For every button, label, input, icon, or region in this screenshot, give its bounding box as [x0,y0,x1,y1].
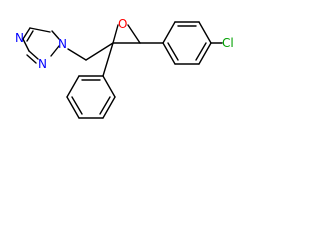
ph-double-3 [71,96,83,115]
atom-label-o: O [118,17,127,31]
bond-n2-c3 [28,50,39,60]
triazole-ring [22,27,60,64]
ring-double-2 [195,42,207,61]
bond-n1-n2 [50,45,60,57]
bond-n4-c5 [22,27,31,40]
ph-bond-1 [102,75,116,98]
bond-n1-ch2 [67,48,87,61]
bond-cq-ph [102,42,114,77]
atom-label-n: N [15,31,24,45]
bond-o-ch [127,24,141,44]
bond-c5-n4-double [26,30,34,42]
ring-bond-1 [162,21,176,44]
structure-diagram: N N N O Cl [15,17,234,119]
bond-n1-c5b [51,30,60,40]
bond-c5-n1 [29,27,51,33]
bond-cq-o [112,24,119,44]
atom-label-n: N [38,57,47,71]
bond-c3-n4 [22,38,30,52]
ph-bond-2 [102,96,116,119]
bond-n2-c3-double [26,54,37,64]
epoxide-core [67,24,141,61]
chlorophenyl-ring [139,21,223,65]
ring-bond-3 [198,21,212,44]
ph-bond-5 [66,75,80,98]
ph-double-2 [99,96,111,115]
ring-bond-6 [162,42,176,65]
atom-label-cl: Cl [222,36,234,50]
ph-bond-4 [66,96,80,119]
bond-ch2-cq [85,42,114,61]
ring-double-3 [167,42,179,61]
ring-bond-4 [198,42,212,65]
phenyl-ring [66,42,116,119]
atom-label-n: N [58,37,67,51]
